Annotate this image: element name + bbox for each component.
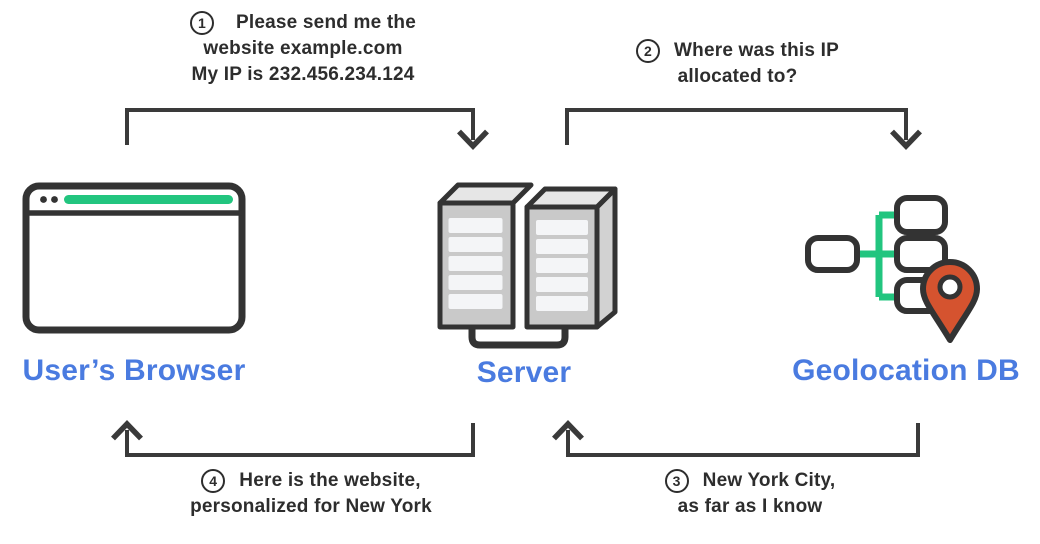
arrow-server-to-browser bbox=[111, 420, 475, 457]
geodb-node-top bbox=[894, 195, 948, 235]
step-3-annotation: 3 New York City, as far as I know bbox=[596, 468, 904, 520]
arrow-geodb-to-server bbox=[552, 420, 920, 457]
location-pin-hole bbox=[937, 274, 963, 300]
browser-label: User’s Browser bbox=[22, 354, 246, 387]
step-1-text-line-2: website example.com bbox=[203, 38, 403, 59]
geodb-node-middle bbox=[894, 235, 948, 273]
browser-dot-1 bbox=[40, 196, 47, 203]
geodb-label: Geolocation DB bbox=[792, 354, 1020, 387]
step-4-number-badge: 4 bbox=[201, 469, 226, 493]
server-left-slots bbox=[448, 218, 503, 309]
browser-address-bar bbox=[64, 195, 233, 204]
geodb-connectors bbox=[857, 211, 897, 301]
server-label: Server bbox=[476, 356, 572, 389]
step-2-number-badge: 2 bbox=[636, 39, 661, 63]
server-right-side-face bbox=[594, 186, 618, 330]
step-2-text-line-1: Where was this IP bbox=[674, 40, 839, 61]
server-left-top-face bbox=[437, 182, 534, 206]
step-3-text-line-1: New York City, bbox=[702, 470, 836, 491]
arrow-browser-to-server bbox=[125, 108, 489, 150]
geodb-node-left bbox=[805, 235, 860, 273]
step-1-text-line-1: Please send me the bbox=[236, 12, 416, 33]
server-right-top-face bbox=[524, 186, 618, 210]
location-pin-icon bbox=[920, 259, 980, 343]
step-4-text-line-1: Here is the website, bbox=[239, 470, 421, 491]
geolocation-db-icon bbox=[805, 195, 980, 343]
step-4-text-line-2: personalized for New York bbox=[190, 496, 432, 517]
step-4-annotation: 4 Here is the website, personalized for … bbox=[155, 468, 467, 520]
browser-frame bbox=[22, 182, 246, 334]
step-2-annotation: 2 Where was this IP allocated to? bbox=[595, 38, 880, 90]
server-cable bbox=[468, 327, 569, 349]
browser-window-icon bbox=[22, 182, 246, 334]
step-3-text-line-2: as far as I know bbox=[677, 496, 823, 517]
step-3-number-badge: 3 bbox=[664, 469, 689, 493]
step-2-text-line-2: allocated to? bbox=[677, 66, 798, 87]
server-icon bbox=[437, 182, 618, 349]
step-1-text-line-3: My IP is 232.456.234.124 bbox=[191, 64, 415, 85]
browser-dot-2 bbox=[51, 196, 58, 203]
step-1-annotation: 1 Please send me the website example.com… bbox=[145, 10, 461, 88]
step-1-number-badge: 1 bbox=[190, 11, 215, 35]
arrow-server-to-geodb bbox=[565, 108, 922, 150]
server-right-slots bbox=[536, 220, 588, 311]
